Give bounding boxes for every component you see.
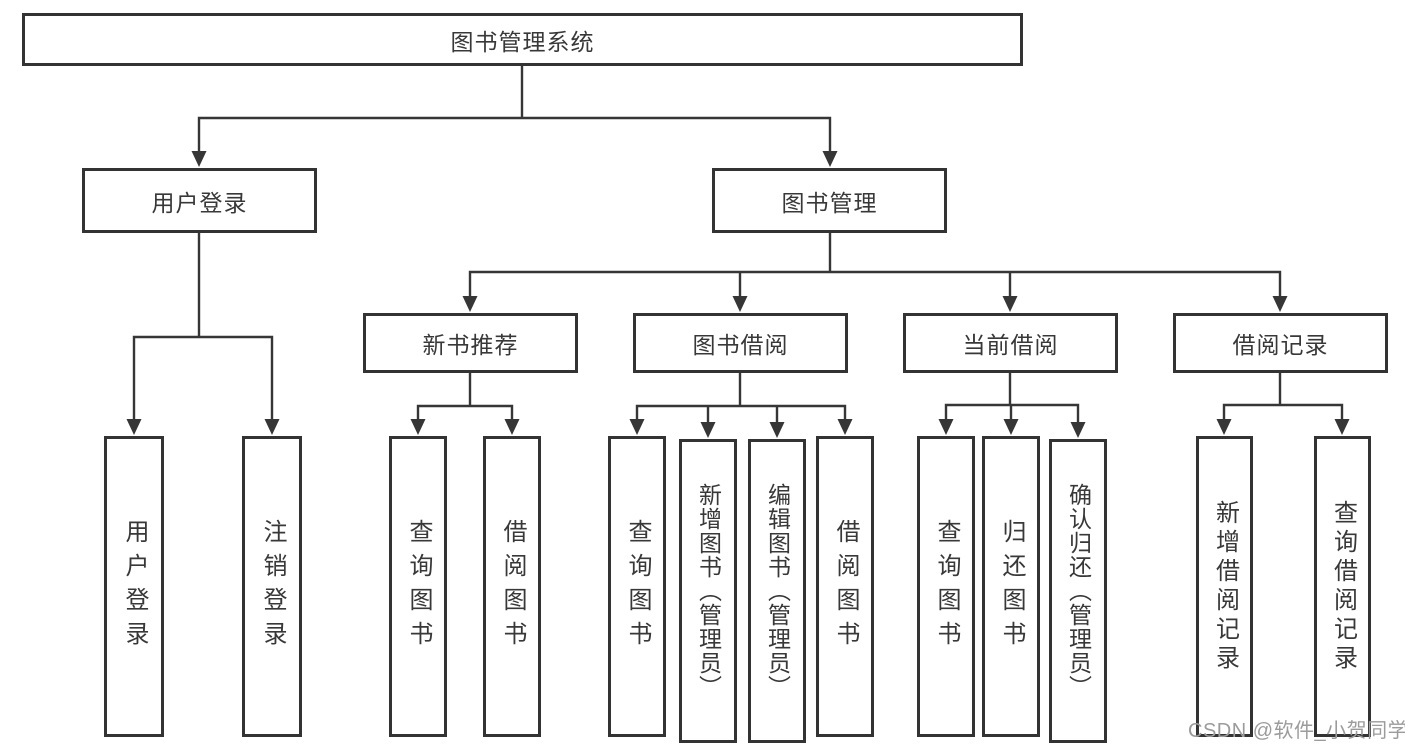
leaf-current-query-books-label: 查询图书 <box>933 518 960 655</box>
leaf-recommend-borrow-books: 借阅图书 <box>483 436 541 737</box>
leaf-add-books-admin: 新增图书（管理员） <box>679 439 737 743</box>
leaf-return-books-label: 归还图书 <box>998 518 1025 655</box>
leaf-recommend-query-books: 查询图书 <box>389 436 447 737</box>
node-root: 图书管理系统 <box>22 13 1023 66</box>
watermark: CSDN @软件_小贺同学 <box>1188 720 1405 742</box>
node-book-management: 图书管理 <box>712 168 947 233</box>
leaf-current-query-books: 查询图书 <box>917 436 975 737</box>
leaf-edit-books-admin: 编辑图书（管理员） <box>748 439 806 743</box>
leaf-query-borrow-record-label: 查询借阅记录 <box>1329 499 1357 674</box>
leaf-borrow-books: 借阅图书 <box>816 436 874 737</box>
node-user-login-label: 用户登录 <box>151 189 248 216</box>
leaf-logout-label: 注销登录 <box>259 518 286 655</box>
leaf-user-login: 用户登录 <box>104 436 164 737</box>
leaf-confirm-return-admin: 确认归还（管理员） <box>1049 439 1107 743</box>
leaf-recommend-query-books-label: 查询图书 <box>405 518 432 655</box>
node-borrow-record: 借阅记录 <box>1173 313 1388 373</box>
leaf-add-books-admin-label: 新增图书（管理员） <box>695 483 722 699</box>
node-new-book-recommend-label: 新书推荐 <box>422 332 519 358</box>
arrowheads <box>126 151 1350 438</box>
node-book-borrow-label: 图书借阅 <box>692 332 789 358</box>
node-root-label: 图书管理系统 <box>450 28 595 55</box>
node-new-book-recommend: 新书推荐 <box>363 313 578 373</box>
leaf-user-login-label: 用户登录 <box>121 518 148 655</box>
leaf-confirm-return-admin-label: 确认归还（管理员） <box>1065 483 1092 699</box>
leaf-add-borrow-record: 新增借阅记录 <box>1196 436 1253 737</box>
leaf-add-borrow-record-label: 新增借阅记录 <box>1211 499 1239 674</box>
node-book-management-label: 图书管理 <box>781 189 878 216</box>
leaf-borrow-query-books-label: 查询图书 <box>624 518 651 655</box>
node-borrow-record-label: 借阅记录 <box>1232 332 1329 358</box>
leaf-logout: 注销登录 <box>242 436 302 737</box>
node-current-borrow: 当前借阅 <box>903 313 1118 373</box>
leaf-borrow-books-label: 借阅图书 <box>832 518 859 655</box>
node-current-borrow-label: 当前借阅 <box>962 332 1059 358</box>
node-book-borrow: 图书借阅 <box>633 313 848 373</box>
leaf-recommend-borrow-books-label: 借阅图书 <box>499 518 526 655</box>
leaf-return-books: 归还图书 <box>982 436 1040 737</box>
leaf-query-borrow-record: 查询借阅记录 <box>1314 436 1371 737</box>
leaf-borrow-query-books: 查询图书 <box>608 436 666 737</box>
leaf-edit-books-admin-label: 编辑图书（管理员） <box>764 483 791 699</box>
node-user-login: 用户登录 <box>82 168 317 233</box>
